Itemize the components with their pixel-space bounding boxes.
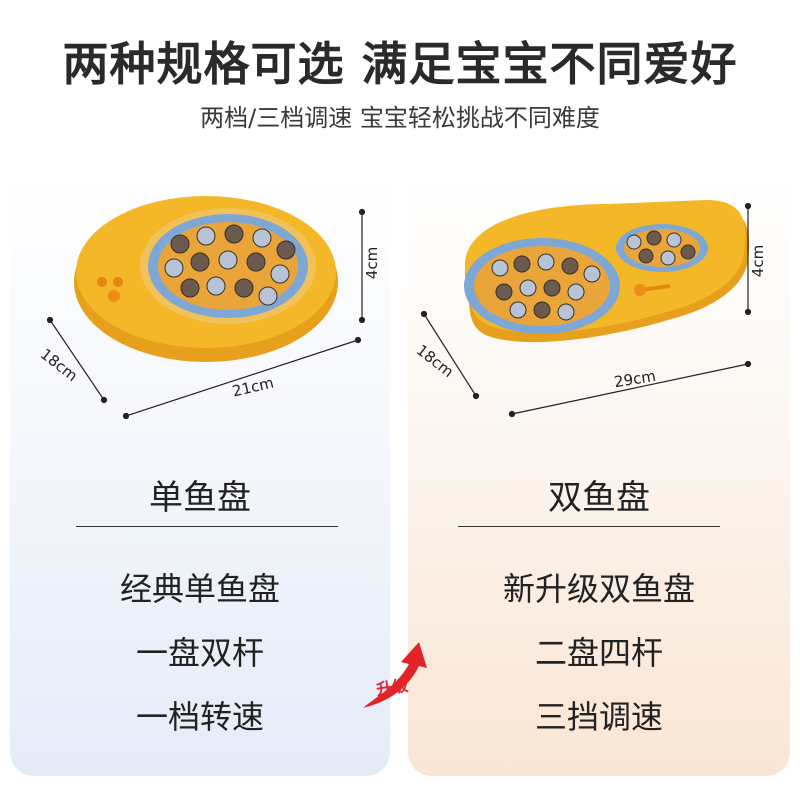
- subheadline: 两档/三档调速 宝宝轻松挑战不同难度: [200, 104, 600, 132]
- right-divider: [458, 526, 720, 527]
- double-tray-name: 双鱼盘: [548, 478, 650, 518]
- right-height-label: 4cm: [749, 244, 768, 278]
- left-feature-1: 经典单鱼盘: [119, 570, 280, 608]
- headline: 两种规格可选 满足宝宝不同爱好: [62, 37, 738, 91]
- right-feature-3: 三挡调速: [534, 698, 663, 736]
- left-divider: [76, 526, 338, 527]
- double-tray-toy-image: [420, 200, 752, 418]
- single-tray-toy-image: [46, 196, 366, 420]
- single-tray-card: 4cm 18cm 21cm 单鱼盘 经典单鱼盘 一盘双杆 一档转速: [10, 170, 390, 776]
- left-feature-2: 一盘双杆: [135, 634, 264, 672]
- right-feature-1: 新升级双鱼盘: [502, 570, 695, 608]
- upgrade-arrow-icon: [363, 642, 427, 708]
- upgrade-label: 升级: [375, 675, 410, 700]
- left-height-label: 4cm: [363, 246, 382, 280]
- single-tray-name: 单鱼盘: [149, 478, 251, 518]
- right-feature-2: 二盘四杆: [534, 634, 663, 672]
- left-feature-3: 一档转速: [135, 698, 264, 736]
- double-tray-card: 4cm 18cm 29cm 双鱼盘 新升级双鱼盘 二盘四杆 三挡调速: [408, 170, 790, 776]
